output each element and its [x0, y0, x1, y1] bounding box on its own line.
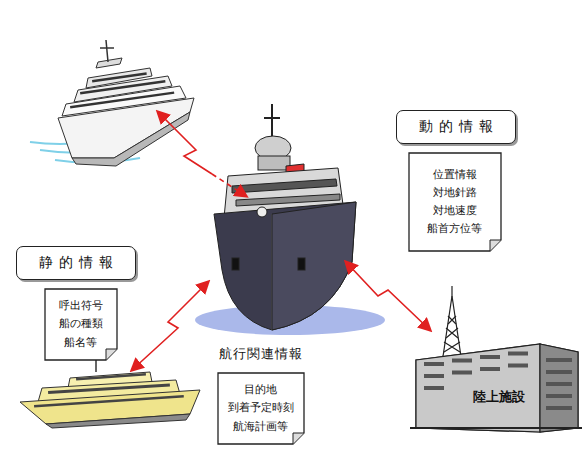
- note-shape: [408, 152, 502, 252]
- info-list: 位置情報 対地針路 対地速度 船首方位等: [426, 166, 484, 239]
- land-station: [410, 286, 582, 432]
- info-box: 呼出符号 船の種類 船名等: [44, 288, 118, 361]
- own-ship: [195, 104, 385, 335]
- radio-link: [132, 112, 430, 370]
- passenger-ship: [30, 40, 194, 166]
- heading-box: 静的情報: [16, 246, 136, 280]
- heading-text: 静的情報: [39, 254, 120, 272]
- info-box: 位置情報 対地針路 対地速度 船首方位等: [408, 152, 502, 252]
- heading-box: 動的情報: [396, 110, 516, 144]
- ferry: [20, 352, 200, 428]
- info-list: 呼出符号 船の種類 船名等: [57, 297, 104, 351]
- facility-label: 陸上施設: [470, 388, 528, 407]
- section-heading: 航行関連情報: [216, 345, 306, 363]
- info-box: 航行関連情報目的地 到着予定時刻 航海計画等: [217, 372, 305, 445]
- info-list: 目的地 到着予定時刻 航海計画等: [226, 381, 295, 435]
- heading-text: 動的情報: [419, 118, 500, 136]
